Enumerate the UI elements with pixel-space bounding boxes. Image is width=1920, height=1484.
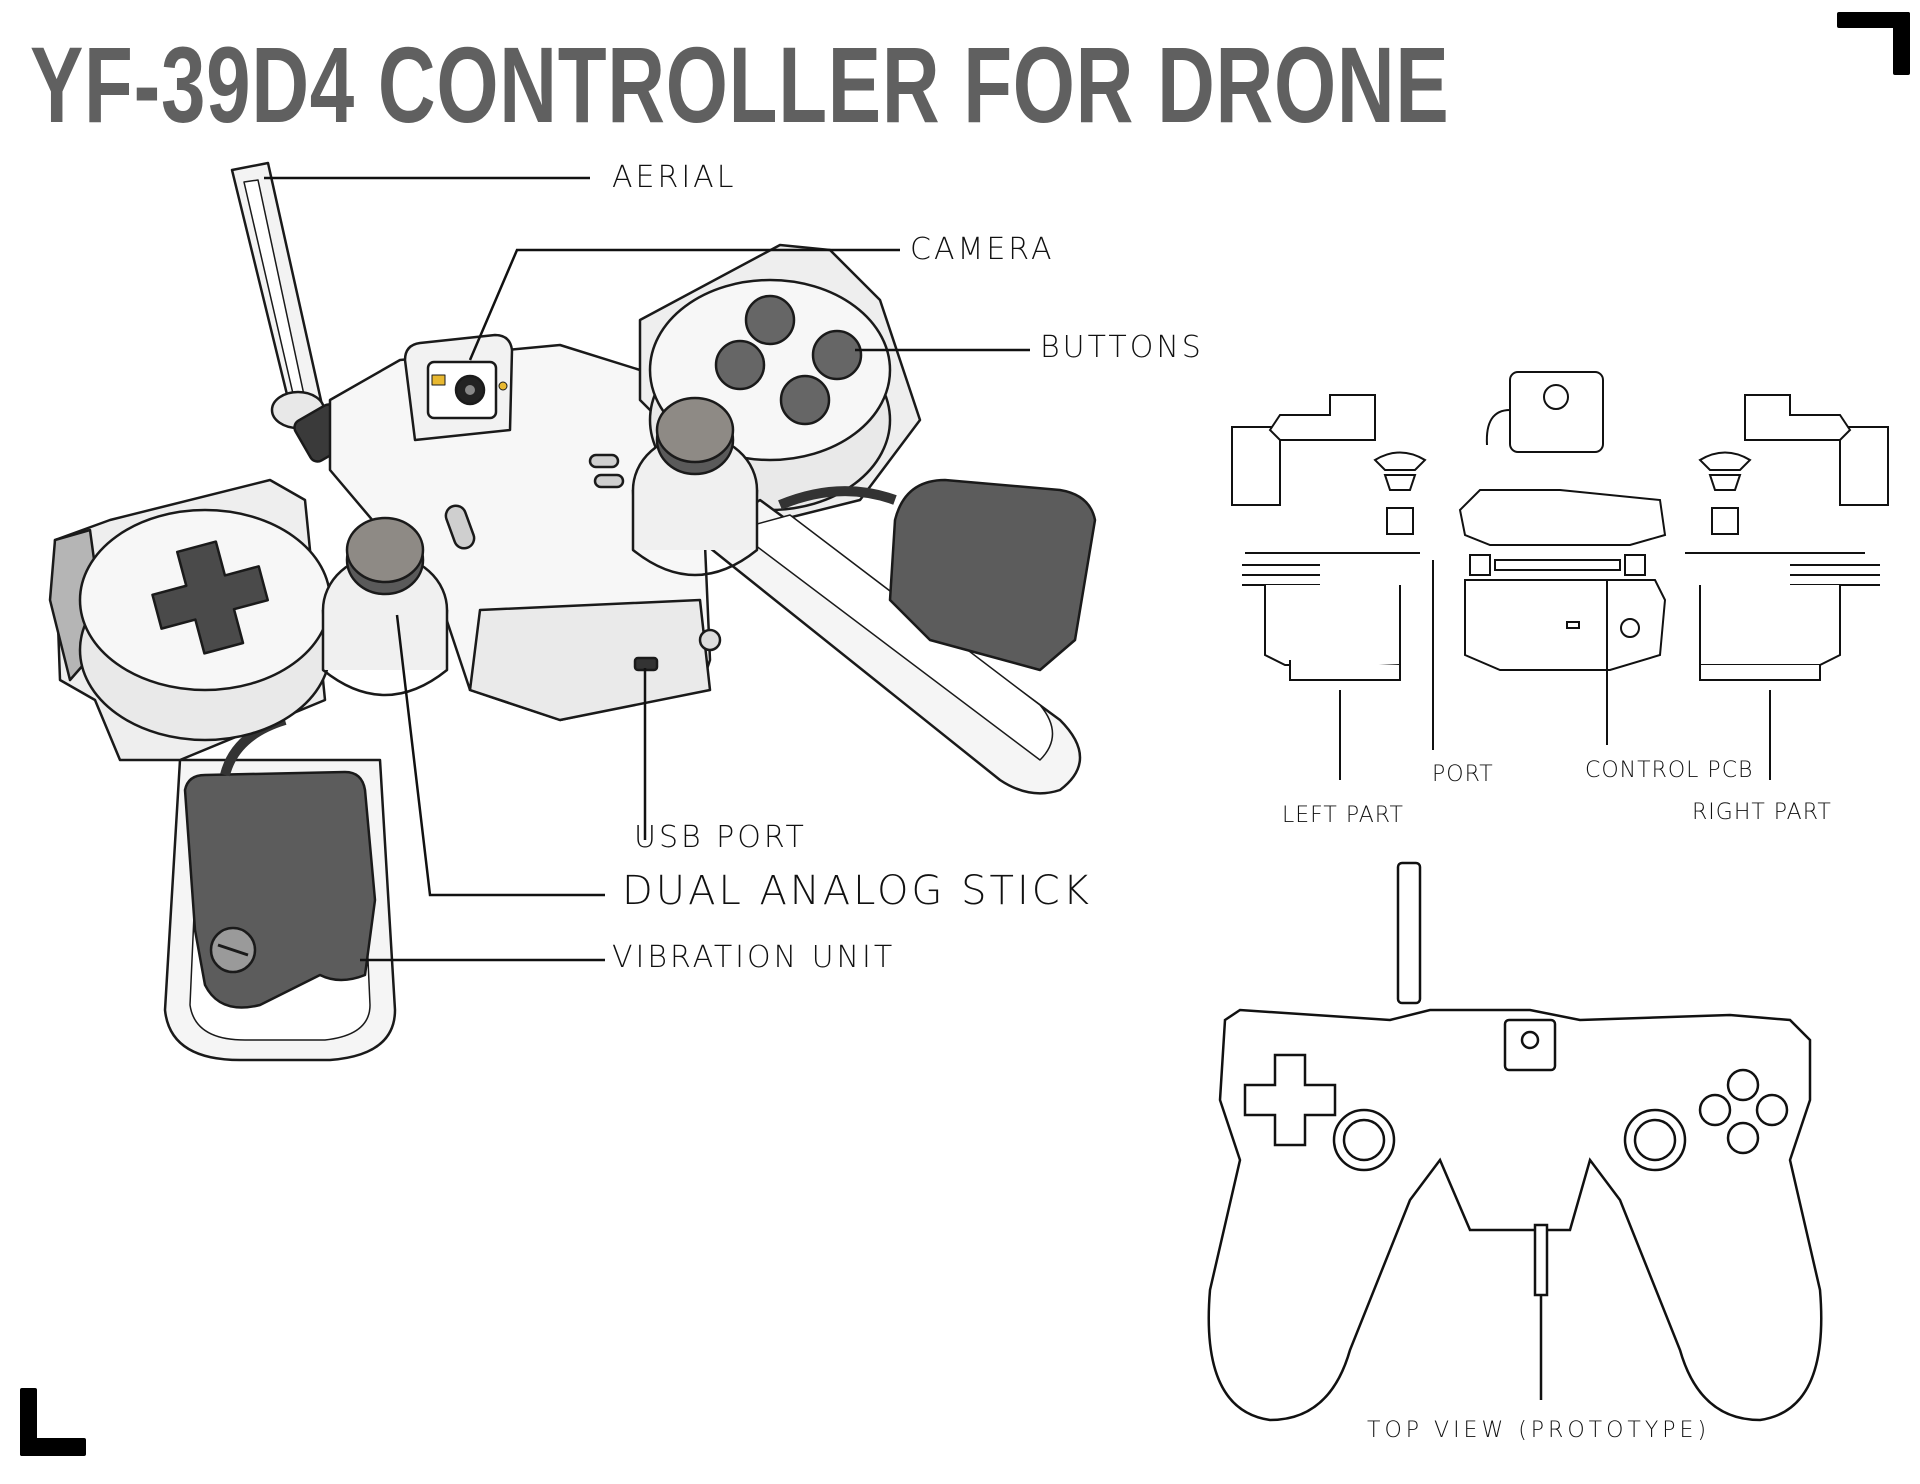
exploded-left-part: [1231, 394, 1427, 681]
exploded-top-shell: [1458, 489, 1667, 546]
callout-control-pcb: CONTROL PCB: [1585, 758, 1754, 783]
page-title: YF-39D4 CONTROLLER FOR DRONE: [30, 24, 1450, 145]
camera-module: [403, 333, 514, 442]
exploded-leader-lines: [1339, 560, 1771, 780]
callout-port: PORT: [1432, 762, 1494, 787]
vibration-unit-left: [183, 770, 377, 1009]
callout-usb-port: USB PORT: [634, 820, 807, 855]
callout-buttons: BUTTONS: [1040, 330, 1204, 365]
analog-stick-left: [321, 516, 449, 697]
top-view-drawing: [1207, 861, 1823, 1422]
vibration-unit-right: [888, 478, 1097, 672]
callout-right-part: RIGHT PART: [1692, 800, 1832, 825]
corner-mark-top-right: [1837, 12, 1910, 75]
callout-dual-analog-stick: DUAL ANALOG STICK: [622, 868, 1092, 914]
exploded-control-pcb-and-base: [1464, 554, 1667, 671]
exploded-right-part: [1685, 394, 1889, 681]
callout-camera: CAMERA: [910, 232, 1055, 267]
exploded-camera: [1485, 371, 1604, 453]
callout-left-part: LEFT PART: [1282, 803, 1404, 828]
face-buttons: [714, 294, 863, 426]
main-leader-lines: [264, 176, 1030, 962]
callout-vibration-unit: VIBRATION UNIT: [612, 940, 896, 975]
exploded-view-drawing: [1231, 371, 1889, 681]
callout-aerial: AERIAL: [612, 160, 737, 195]
top-view-caption: TOP VIEW (PROTOTYPE): [1367, 1418, 1711, 1443]
dpad: [151, 540, 270, 655]
analog-stick-right: [631, 396, 759, 577]
corner-mark-bottom-left: [20, 1388, 88, 1456]
